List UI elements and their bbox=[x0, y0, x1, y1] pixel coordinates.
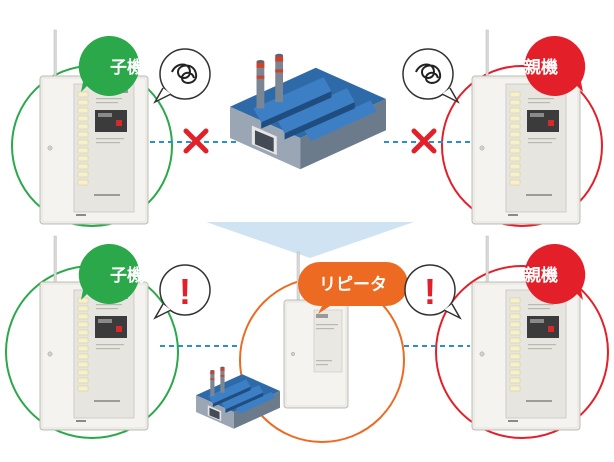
parent-label-badge-bottom: 親機 bbox=[524, 244, 586, 304]
scribble-speech-bubble-icon-right bbox=[402, 48, 460, 104]
repeater-label-badge: リピータ bbox=[298, 262, 408, 314]
child-label-bottom: 子機 bbox=[110, 265, 144, 286]
parent-range-circle-bottom bbox=[435, 265, 609, 439]
exclamation-speech-bubble-icon-left: ! bbox=[153, 264, 211, 320]
parent-range-circle-top bbox=[441, 65, 603, 227]
exclamation-speech-bubble-icon-right: ! bbox=[404, 264, 462, 320]
parent-label-badge-top: 親機 bbox=[524, 36, 586, 96]
alert-mark-right: ! bbox=[424, 271, 436, 312]
parent-label-top: 親機 bbox=[524, 57, 558, 78]
scribble-speech-bubble-icon-left bbox=[153, 48, 211, 104]
child-label-top: 子機 bbox=[110, 57, 144, 78]
down-arrow bbox=[206, 222, 414, 258]
parent-label-bottom: 親機 bbox=[524, 265, 558, 286]
alert-mark-left: ! bbox=[179, 271, 191, 312]
repeater-label: リピータ bbox=[319, 275, 387, 295]
factory-icon-bottom bbox=[196, 366, 280, 429]
factory-icon-top bbox=[230, 53, 386, 170]
child-label-badge-top: 子機 bbox=[78, 35, 144, 96]
child-label-badge-bottom: 子機 bbox=[78, 244, 144, 304]
